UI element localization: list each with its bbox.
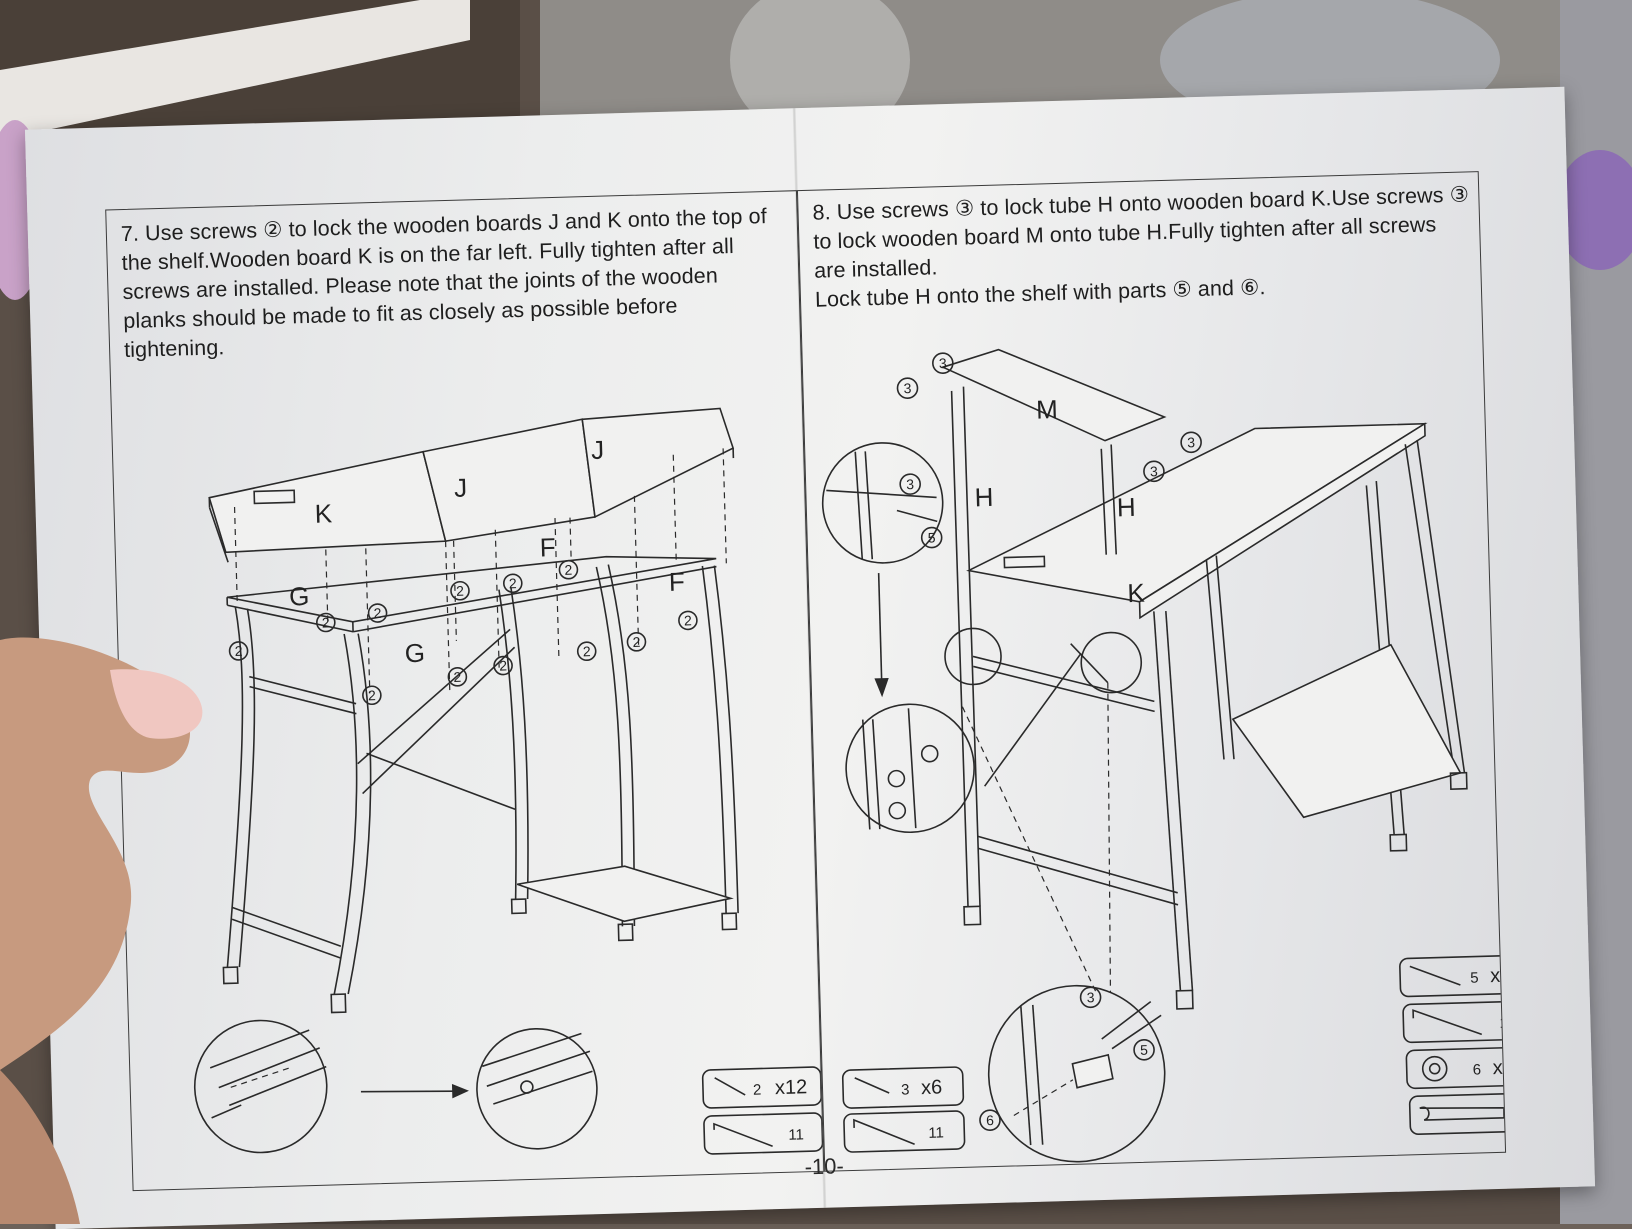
step-8-diagram: M H H K 3 3 3 3 3 5 3 5 6 3 x6: [798, 172, 1505, 1171]
step-8-panel: 8. Use screws ③ to lock tube H onto wood…: [797, 171, 1506, 1172]
parts-box-nut-6: 6 x2: [1406, 1047, 1505, 1088]
parts-box-wrench-12: 12: [1409, 1093, 1505, 1134]
svg-text:x2: x2: [1492, 1057, 1505, 1080]
parts-box-tool-11: 11: [704, 1113, 823, 1154]
joint-detail-before: [193, 1019, 329, 1155]
screw-reference-markers: 3 3 3 3 3 5 3 5 6: [897, 346, 1221, 1132]
svg-text:5: 5: [1140, 1042, 1148, 1058]
svg-text:3: 3: [1187, 434, 1195, 450]
board-g-label: G: [289, 581, 310, 612]
svg-text:5: 5: [928, 529, 936, 545]
parts-box-screw-3: 3 x6: [843, 1067, 964, 1108]
svg-text:5: 5: [1470, 969, 1479, 986]
top-boards: [207, 408, 736, 563]
parts-box-screw-2: 2 x12: [702, 1067, 821, 1108]
svg-text:2: 2: [368, 687, 376, 703]
parts-box-bolt-5: 5 x2: [1400, 955, 1505, 997]
svg-text:2: 2: [234, 643, 242, 659]
board-k-label: K: [1127, 578, 1146, 608]
shelf-with-tube: [942, 337, 1472, 1015]
svg-text:2: 2: [509, 575, 517, 591]
tube-h-label: H: [1116, 492, 1136, 523]
svg-text:11: 11: [1499, 1014, 1505, 1031]
screw-reference-markers: 2 2 2 2 2 2 2 2 2 2 2 2: [227, 557, 699, 708]
board-k-label: K: [314, 498, 333, 528]
hand: [0, 610, 210, 1224]
svg-text:2: 2: [322, 614, 330, 630]
shelf-frame: [212, 553, 740, 1015]
svg-text:2: 2: [499, 657, 507, 673]
instruction-sheet: 7. Use screws ② to lock the wooden board…: [25, 87, 1595, 1229]
svg-text:6: 6: [986, 1112, 994, 1128]
step-7-diagram: K J J G G F F 2 2 2 2 2 2 2 2 2 2 2 2: [106, 191, 823, 1190]
page-number: -10-: [784, 1153, 865, 1181]
svg-text:11: 11: [788, 1126, 804, 1143]
svg-text:3: 3: [906, 476, 914, 492]
svg-text:2: 2: [373, 605, 381, 621]
detail-callout-middle: [844, 702, 976, 834]
step-7-panel: 7. Use screws ② to lock the wooden board…: [105, 190, 824, 1191]
svg-text:3: 3: [1150, 463, 1158, 479]
svg-text:2: 2: [583, 643, 591, 659]
board-f-label: F: [539, 532, 556, 562]
board-m-label: M: [1036, 394, 1059, 425]
svg-text:x2: x2: [1490, 965, 1505, 988]
svg-text:x12: x12: [775, 1076, 808, 1099]
svg-text:x6: x6: [921, 1076, 943, 1099]
svg-text:3: 3: [901, 1081, 910, 1098]
parts-box-tool-11-right: 11: [1403, 1001, 1505, 1043]
joint-detail-after: [475, 1027, 598, 1150]
svg-text:2: 2: [456, 583, 464, 599]
svg-text:3: 3: [1086, 989, 1094, 1005]
down-arrow: [873, 573, 888, 695]
board-j-label: J: [454, 473, 468, 503]
svg-text:11: 11: [928, 1124, 944, 1141]
svg-text:3: 3: [939, 355, 947, 371]
tube-h-label: H: [974, 482, 994, 513]
detail-callout-bottom: [986, 983, 1167, 1164]
board-g-label: G: [404, 638, 425, 669]
board-f-label: F: [668, 566, 685, 596]
svg-text:2: 2: [684, 612, 692, 628]
joint-arrow: [361, 1085, 467, 1100]
svg-text:2: 2: [753, 1082, 762, 1099]
svg-text:3: 3: [903, 380, 911, 396]
svg-text:6: 6: [1473, 1061, 1482, 1078]
parts-box-tool-11: 11: [844, 1111, 965, 1152]
svg-text:2: 2: [632, 634, 640, 650]
svg-text:2: 2: [453, 669, 461, 685]
board-j-label: J: [591, 435, 605, 465]
svg-text:2: 2: [564, 562, 572, 578]
